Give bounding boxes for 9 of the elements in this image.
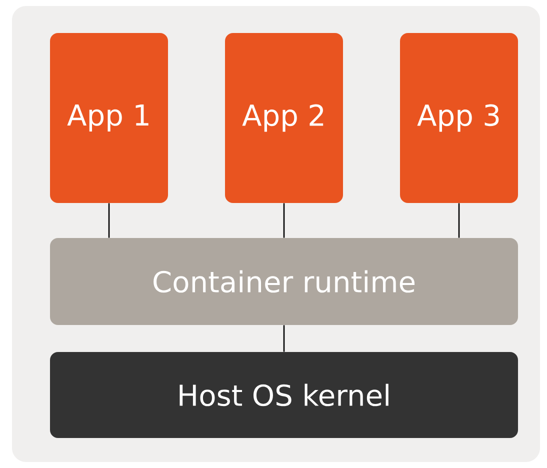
app-box: App 1 xyxy=(50,33,168,203)
connector-line xyxy=(283,325,285,352)
runtime-bar: Container runtime xyxy=(50,238,518,325)
app-box: App 3 xyxy=(400,33,518,203)
app-box: App 2 xyxy=(225,33,343,203)
connector-line xyxy=(108,203,110,238)
connector-line xyxy=(458,203,460,238)
kernel-bar: Host OS kernel xyxy=(50,352,518,438)
connector-line xyxy=(283,203,285,238)
